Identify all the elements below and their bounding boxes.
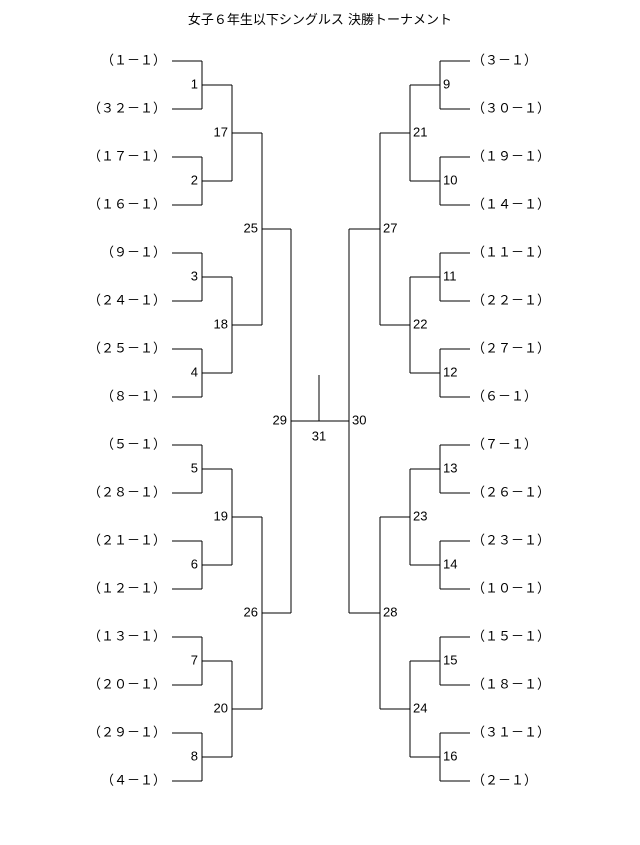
match-number: 7	[191, 652, 198, 667]
right-entry-name: （７－１）	[472, 436, 537, 451]
match-number: 23	[413, 508, 427, 523]
right-entry-name: （１１－１）	[472, 244, 550, 259]
match-number: 18	[214, 316, 228, 331]
match-number: 17	[214, 124, 228, 139]
match-number: 24	[413, 700, 427, 715]
match-number: 25	[244, 220, 258, 235]
left-entry-name: （４－１）	[101, 772, 166, 787]
right-entry-name: （２７－１）	[472, 340, 550, 355]
left-entry-name: （２５－１）	[88, 340, 166, 355]
match-number: 2	[191, 172, 198, 187]
left-entry-name: （９－１）	[101, 244, 166, 259]
match-number: 28	[383, 604, 397, 619]
right-entry-name: （２－１）	[472, 772, 537, 787]
match-number: 13	[443, 460, 457, 475]
page-title: 女子６年生以下シングルス 決勝トーナメント	[187, 13, 453, 28]
right-entry-name: （１０－１）	[472, 580, 550, 595]
match-number: 9	[443, 76, 450, 91]
match-number: 14	[443, 556, 457, 571]
right-entry-name: （３－１）	[472, 52, 537, 67]
right-entry-name: （１４－１）	[472, 196, 550, 211]
right-entry-name: （１９－１）	[472, 148, 550, 163]
final-match-number: 31	[312, 428, 326, 443]
left-entry-name: （８－１）	[101, 388, 166, 403]
match-number: 4	[191, 364, 198, 379]
left-entry-name: （２９－１）	[88, 724, 166, 739]
left-entry-name: （１３－１）	[88, 628, 166, 643]
left-entry-name: （２１－１）	[88, 532, 166, 547]
left-entry-name: （３２－１）	[88, 100, 166, 115]
match-number: 30	[352, 412, 366, 427]
left-entry-name: （１２－１）	[88, 580, 166, 595]
match-number: 6	[191, 556, 198, 571]
match-number: 1	[191, 76, 198, 91]
match-number: 5	[191, 460, 198, 475]
match-number: 26	[244, 604, 258, 619]
right-entry-name: （１５－１）	[472, 628, 550, 643]
left-entry-name: （１－１）	[101, 52, 166, 67]
match-number: 12	[443, 364, 457, 379]
right-entry-name: （２３－１）	[472, 532, 550, 547]
right-entry-name: （３０－１）	[472, 100, 550, 115]
left-entry-name: （５－１）	[101, 436, 166, 451]
match-number: 22	[413, 316, 427, 331]
match-number: 21	[413, 124, 427, 139]
right-entry-name: （６－１）	[472, 388, 537, 403]
match-number: 29	[273, 412, 287, 427]
match-number: 27	[383, 220, 397, 235]
right-entry-name: （１８－１）	[472, 676, 550, 691]
left-entry-name: （２０－１）	[88, 676, 166, 691]
right-entry-name: （２２－１）	[472, 292, 550, 307]
match-number: 16	[443, 748, 457, 763]
left-entry-name: （１６－１）	[88, 196, 166, 211]
match-number: 15	[443, 652, 457, 667]
match-number: 19	[214, 508, 228, 523]
right-entry-name: （２６－１）	[472, 484, 550, 499]
left-entry-name: （１７－１）	[88, 148, 166, 163]
match-number: 3	[191, 268, 198, 283]
match-number: 11	[443, 268, 457, 283]
left-entry-name: （２４－１）	[88, 292, 166, 307]
match-number: 10	[443, 172, 457, 187]
left-entry-name: （２８－１）	[88, 484, 166, 499]
match-number: 20	[214, 700, 228, 715]
right-entry-name: （３１－１）	[472, 724, 550, 739]
match-number: 8	[191, 748, 198, 763]
